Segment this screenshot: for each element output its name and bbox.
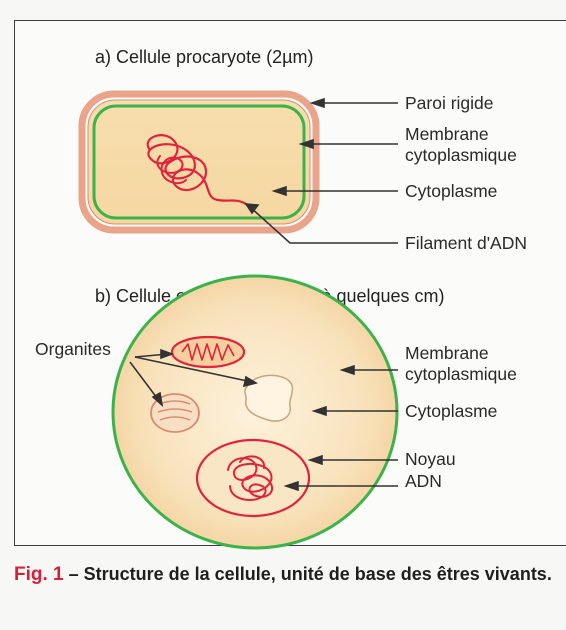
figure-number: Fig. 1 (14, 564, 64, 585)
figure-caption-text: – Structure de la cellule, unité de base… (64, 564, 552, 584)
label-paroi-rigide: Paroi rigide (405, 93, 494, 113)
cell-wall-inner-edge (88, 100, 310, 224)
label-membrane-b-line2: cytoplasmique (405, 364, 517, 384)
label-membrane-b-line1: Membrane (405, 343, 489, 363)
nucleus (197, 440, 309, 516)
mitochondrion (172, 337, 244, 367)
label-cytoplasme-b: Cytoplasme (405, 401, 497, 421)
label-cytoplasme-a: Cytoplasme (405, 181, 497, 201)
figure-caption: Fig. 1 – Structure de la cellule, unité … (14, 561, 559, 588)
eucaryote-cell (113, 276, 397, 548)
label-adn-b: ADN (405, 471, 442, 491)
label-membrane-a-line1: Membrane (405, 124, 489, 144)
arrowhead-paroi (312, 99, 324, 107)
label-organites: Organites (35, 339, 111, 359)
label-filament-adn: Filament d'ADN (405, 233, 527, 253)
procaryote-cell (82, 94, 316, 230)
label-membrane-a-line2: cytoplasmique (405, 145, 517, 165)
label-noyau: Noyau (405, 449, 456, 469)
